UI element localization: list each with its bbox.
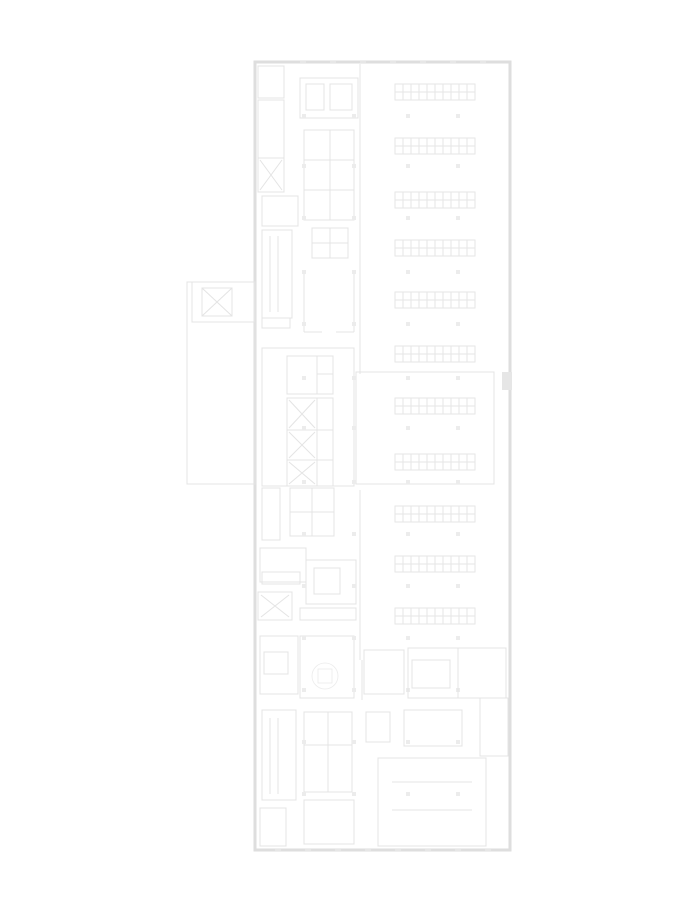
structural-column: [406, 164, 410, 168]
structural-column: [352, 480, 356, 484]
structural-column: [406, 584, 410, 588]
structural-column: [352, 216, 356, 220]
structural-column: [352, 532, 356, 536]
workstation-bank: [394, 555, 476, 573]
structural-column: [456, 584, 460, 588]
service-core-north: [257, 65, 359, 333]
workstation-bank: [394, 397, 476, 415]
structural-column: [352, 376, 356, 380]
structural-column: [406, 322, 410, 326]
structural-column: [456, 532, 460, 536]
workstation-bank: [394, 191, 476, 209]
central-core: [261, 347, 355, 541]
structural-column: [302, 376, 306, 380]
workstation-bank: [394, 83, 476, 101]
structural-column: [456, 792, 460, 796]
structural-column: [352, 164, 356, 168]
workstation-banks: [394, 83, 476, 625]
structural-column: [406, 114, 410, 118]
structural-column: [302, 426, 306, 430]
structural-column: [352, 322, 356, 326]
structural-column: [302, 114, 306, 118]
service-core-south: [257, 547, 357, 621]
structural-column: [456, 636, 460, 640]
structural-column: [352, 636, 356, 640]
structural-column: [456, 114, 460, 118]
rooms-east: [363, 372, 512, 847]
structural-column: [302, 636, 306, 640]
structural-column: [302, 532, 306, 536]
structural-column: [456, 426, 460, 430]
structural-column: [406, 216, 410, 220]
structural-column: [406, 636, 410, 640]
structural-column: [456, 164, 460, 168]
structural-column: [302, 322, 306, 326]
structural-column: [352, 270, 356, 274]
structural-column: [352, 584, 356, 588]
workstation-bank: [394, 345, 476, 363]
structural-column: [352, 740, 356, 744]
workstation-bank: [394, 453, 476, 471]
structural-column: [406, 270, 410, 274]
structural-column: [456, 376, 460, 380]
structural-columns: [302, 114, 460, 796]
structural-column: [406, 376, 410, 380]
structural-column: [302, 584, 306, 588]
structural-column: [456, 322, 460, 326]
structural-column: [302, 216, 306, 220]
west-annex: [186, 281, 256, 485]
structural-column: [406, 426, 410, 430]
structural-column: [302, 480, 306, 484]
rooms-southwest: [259, 635, 355, 847]
structural-column: [352, 688, 356, 692]
structural-column: [456, 270, 460, 274]
structural-column: [406, 480, 410, 484]
structural-column: [302, 792, 306, 796]
structural-column: [302, 688, 306, 692]
structural-column: [406, 792, 410, 796]
structural-column: [302, 164, 306, 168]
structural-column: [302, 270, 306, 274]
structural-column: [456, 480, 460, 484]
structural-column: [406, 740, 410, 744]
structural-column: [352, 792, 356, 796]
structural-column: [406, 532, 410, 536]
structural-column: [352, 114, 356, 118]
structural-column: [456, 740, 460, 744]
structural-column: [302, 740, 306, 744]
workstation-bank: [394, 291, 476, 309]
open-office-edge: [355, 64, 495, 700]
workstation-bank: [394, 505, 476, 523]
structural-column: [456, 216, 460, 220]
exterior-wall: [253, 60, 512, 852]
workstation-bank: [394, 137, 476, 155]
structural-column: [352, 426, 356, 430]
workstation-bank: [394, 607, 476, 625]
workstation-bank: [394, 239, 476, 257]
